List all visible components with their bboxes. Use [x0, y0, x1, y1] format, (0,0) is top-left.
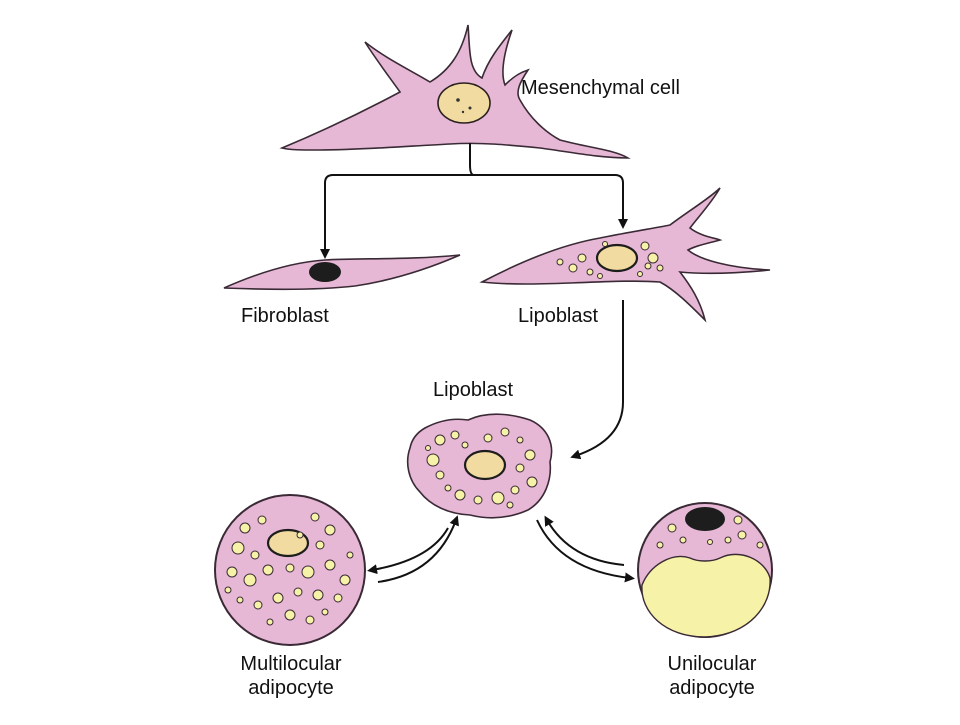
branch-arrows: [320, 143, 628, 259]
unilocular-adipocyte: [637, 502, 773, 638]
multilocular-adipocyte: [214, 494, 366, 646]
label-unilocular-adipocyte-line1: Unilocular: [667, 653, 757, 675]
unilocular-nucleus: [685, 507, 725, 531]
label-multilocular-adipocyte-line1: Multilocular: [240, 653, 342, 675]
mesenchymal-nucleus: [437, 82, 491, 124]
fibroblast-cytoplasm: [223, 254, 461, 291]
mesenchymal-cell: [279, 24, 631, 159]
arrows-lipoblast-unilocular: [536, 515, 635, 583]
lipoblast-round-cell: [406, 413, 553, 519]
label-multilocular-adipocyte-line2: adipocyte: [248, 677, 334, 699]
lipoblast-round-nucleus: [463, 449, 507, 481]
arrow-lipoblast-to-round: [570, 300, 624, 460]
fibroblast-cell: [223, 254, 461, 291]
fibroblast-nucleus: [309, 262, 341, 282]
lipoblast-elongated-lipids: [556, 241, 664, 279]
label-fibroblast: Fibroblast: [241, 305, 329, 327]
arrows-lipoblast-multilocular: [367, 515, 459, 583]
multilocular-lipids: [224, 512, 354, 626]
label-lipoblast-round: Lipoblast: [433, 379, 514, 401]
lipoblast-round-lipids: [425, 427, 538, 509]
unilocular-lipid-droplet: [641, 553, 771, 638]
lipoblast-elongated-nucleus: [595, 243, 639, 273]
unilocular-lipids: [656, 515, 764, 549]
label-lipoblast-elongated: Lipoblast: [518, 305, 599, 327]
label-mesenchymal-cell: Mesenchymal cell: [521, 77, 680, 99]
lipoblast-elongated-cell: [479, 187, 771, 323]
label-unilocular-adipocyte-line2: adipocyte: [669, 677, 755, 699]
